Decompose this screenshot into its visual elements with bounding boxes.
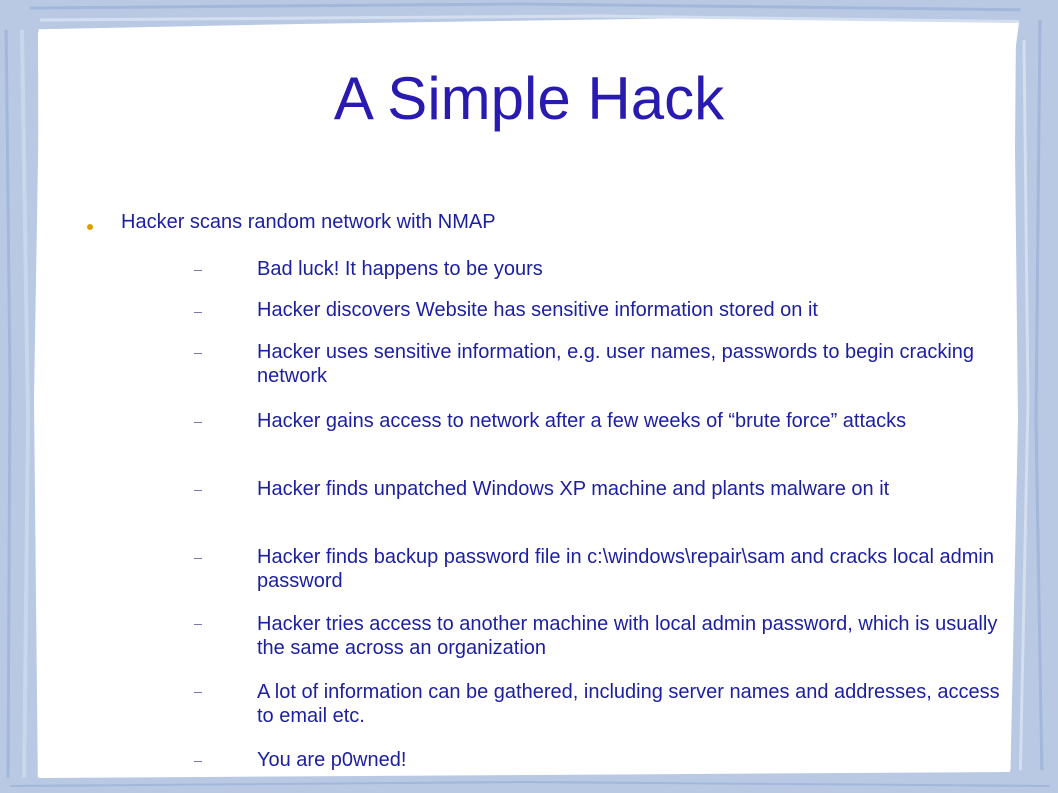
- list-item: A lot of information can be gathered, in…: [257, 681, 1000, 727]
- dash-icon: [194, 312, 202, 313]
- list-item: Hacker gains access to network after a f…: [257, 410, 907, 432]
- frame-right: [1010, 0, 1058, 793]
- list-item: Hacker discovers Website has sensitive i…: [257, 299, 818, 321]
- dash-icon: [194, 353, 202, 354]
- dash-icon: [194, 761, 202, 762]
- level1-item: Hacker scans random network with NMAP: [121, 211, 496, 233]
- list-item: Hacker uses sensitive information, e.g. …: [257, 341, 975, 387]
- list-item: Hacker finds backup password file in c:\…: [257, 546, 994, 592]
- dash-icon: [194, 270, 202, 271]
- dash-icon: [194, 422, 202, 423]
- list-item: Hacker finds unpatched Windows XP machin…: [257, 478, 890, 500]
- list-item: You are p0wned!: [257, 749, 407, 771]
- slide-title: A Simple Hack: [333, 65, 725, 132]
- bullet-dot-icon: [87, 224, 93, 230]
- dash-icon: [194, 490, 202, 491]
- dash-icon: [194, 692, 202, 693]
- dash-icon: [194, 624, 202, 625]
- list-item: Hacker tries access to another machine w…: [257, 613, 998, 659]
- list-item: Bad luck! It happens to be yours: [257, 258, 543, 280]
- dash-icon: [194, 558, 202, 559]
